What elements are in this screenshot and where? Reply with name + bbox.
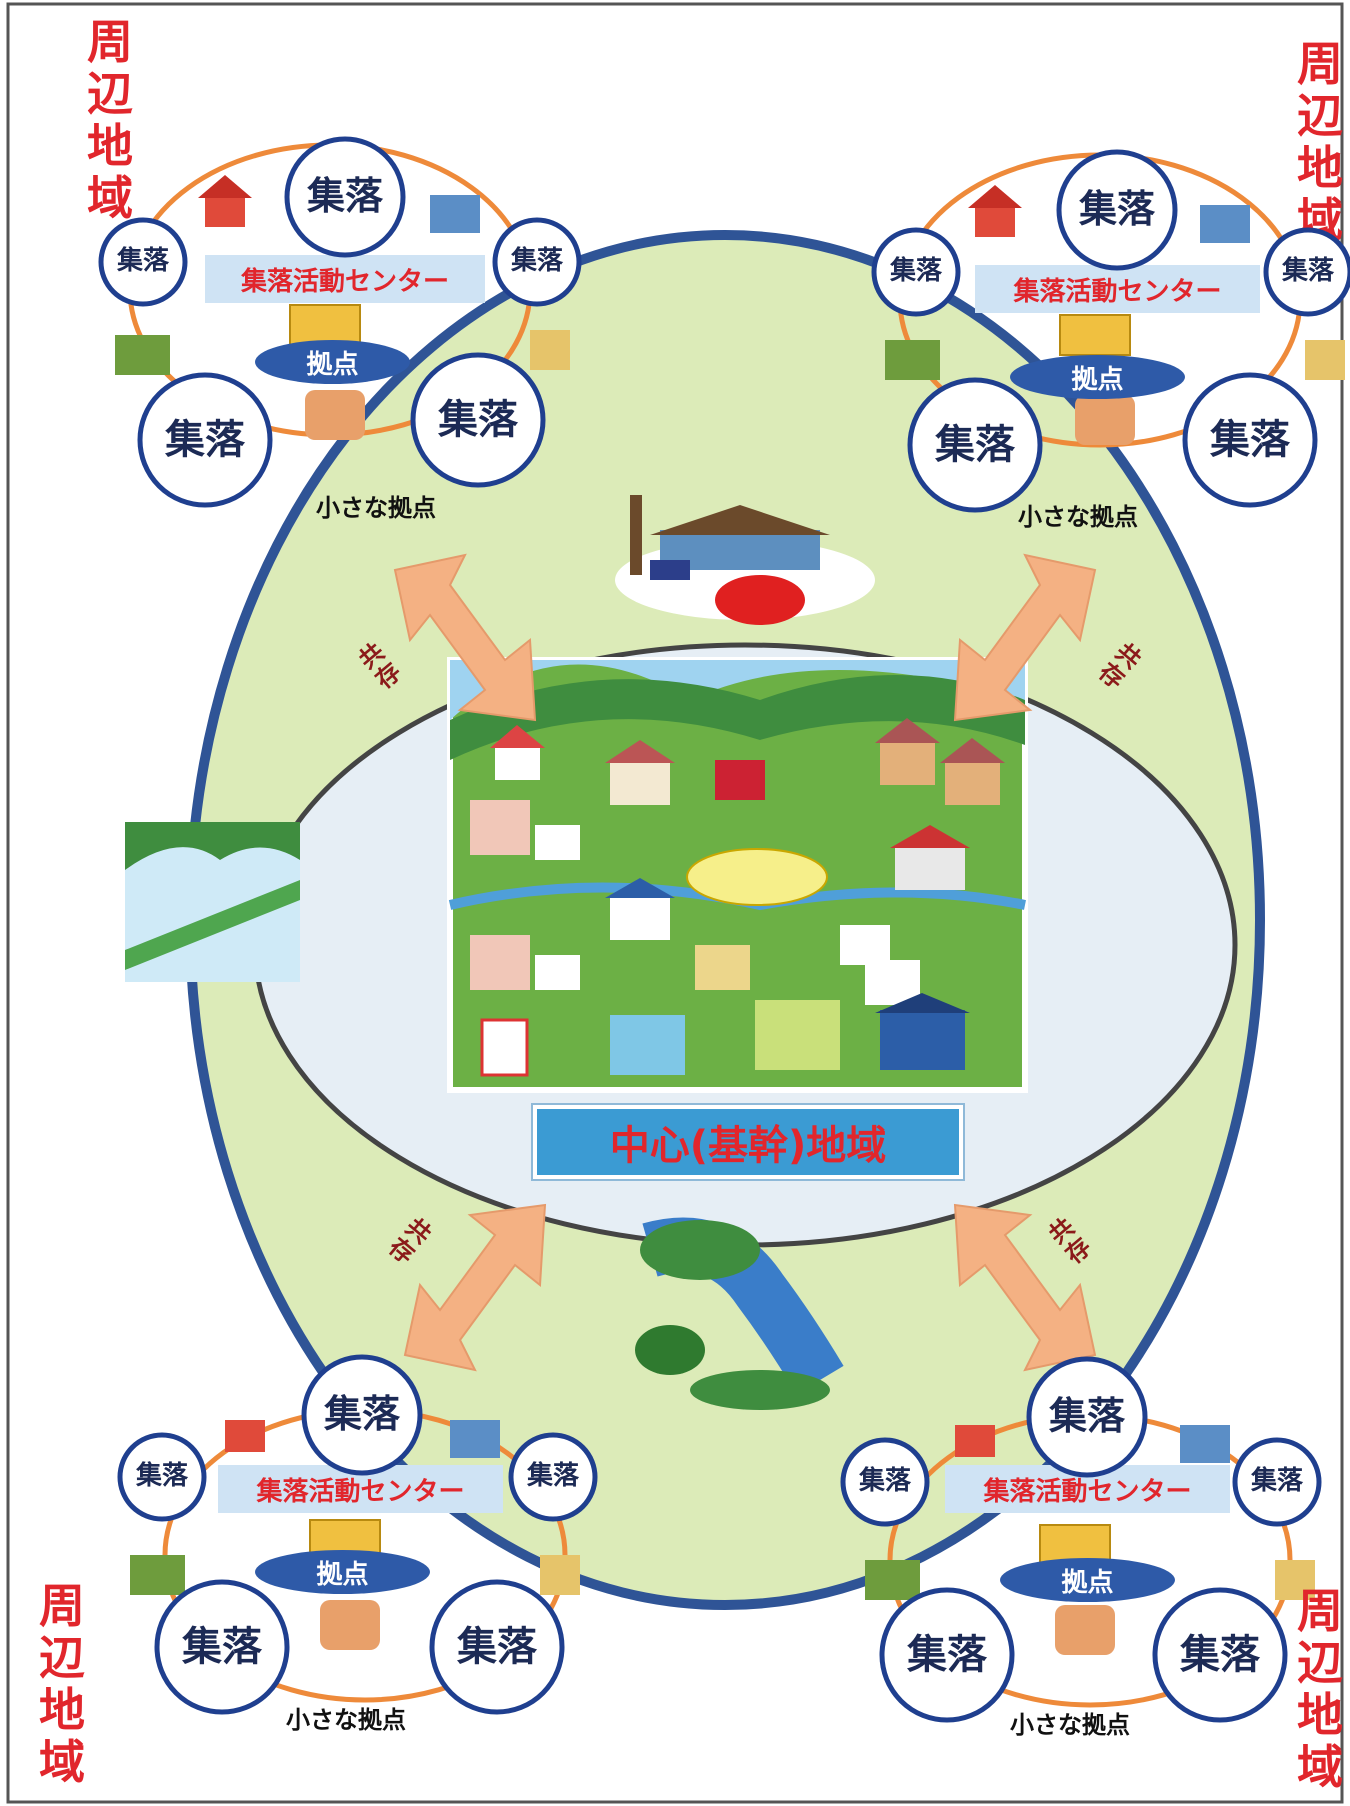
frame-border <box>6 2 1344 1804</box>
settlement-circle: 集落 <box>510 246 563 277</box>
settlement-circle: 集落 <box>858 1466 911 1497</box>
roadside-station-icon <box>615 495 875 625</box>
settlement-circle: 集落 <box>1210 417 1290 463</box>
center-region-banner: 中心(基幹)地域 <box>533 1105 963 1179</box>
settlement-circle: 集落 <box>1180 1632 1260 1678</box>
hub-label: 拠点 <box>1010 355 1185 399</box>
settlement-circle: 集落 <box>165 417 245 463</box>
river-icon <box>635 1217 844 1410</box>
settlement-circles <box>117 1354 598 1715</box>
settlement-circles <box>871 149 1350 513</box>
settlement-circle: 集落 <box>306 174 383 219</box>
corner-label-top-right: 周辺地域 <box>1297 37 1343 247</box>
settlement-circle: 集落 <box>438 397 518 443</box>
people-icon <box>305 390 1135 1655</box>
settlement-circles <box>840 1356 1322 1723</box>
hub-label: 拠点 <box>255 340 410 384</box>
activity-center-label: 集落活動センター <box>975 265 1260 313</box>
activity-center-label: 集落活動センター <box>945 1465 1230 1513</box>
rice-field-icon <box>125 822 300 982</box>
settlement-circle: 集落 <box>1048 1394 1125 1439</box>
town-icon <box>447 657 1028 1093</box>
hub-label: 拠点 <box>1000 1558 1175 1602</box>
arrow-bottom-right <box>953 1203 1097 1372</box>
activity-center-label: 集落活動センター <box>218 1465 503 1513</box>
hub-label: 拠点 <box>255 1550 430 1594</box>
settlement-circle: 集落 <box>935 422 1015 468</box>
settlement-circle: 集落 <box>323 1392 400 1437</box>
settlement-circle: 集落 <box>135 1461 188 1492</box>
activity-center-label: 集落活動センター <box>205 255 485 303</box>
settlement-circle: 集落 <box>889 256 942 287</box>
settlement-circle: 集落 <box>1250 1466 1303 1497</box>
corner-label-bottom-left: 周辺地域 <box>39 1579 85 1789</box>
corner-label-bottom-right: 周辺地域 <box>1297 1584 1343 1794</box>
settlement-circle: 集落 <box>116 246 169 277</box>
corner-label-top-left: 周辺地域 <box>87 15 133 225</box>
small-hub-label: 小さな拠点 <box>286 1706 406 1734</box>
settlement-circle: 集落 <box>182 1624 262 1670</box>
settlement-circles <box>98 136 582 508</box>
settlement-circle: 集落 <box>457 1624 537 1670</box>
settlement-circle: 集落 <box>526 1461 579 1492</box>
settlement-circle: 集落 <box>1281 256 1334 287</box>
small-hub-label: 小さな拠点 <box>1010 1711 1130 1739</box>
arrow-bottom-left <box>403 1203 547 1372</box>
coexist-arrows <box>393 553 1097 1372</box>
arrow-top-right <box>953 553 1097 722</box>
arrow-top-left <box>393 553 537 722</box>
settlement-circle: 集落 <box>1078 187 1155 232</box>
house-icon <box>115 175 1345 1600</box>
small-hub-label: 小さな拠点 <box>1018 503 1138 531</box>
settlement-circle: 集落 <box>907 1632 987 1678</box>
small-hub-label: 小さな拠点 <box>316 494 436 522</box>
